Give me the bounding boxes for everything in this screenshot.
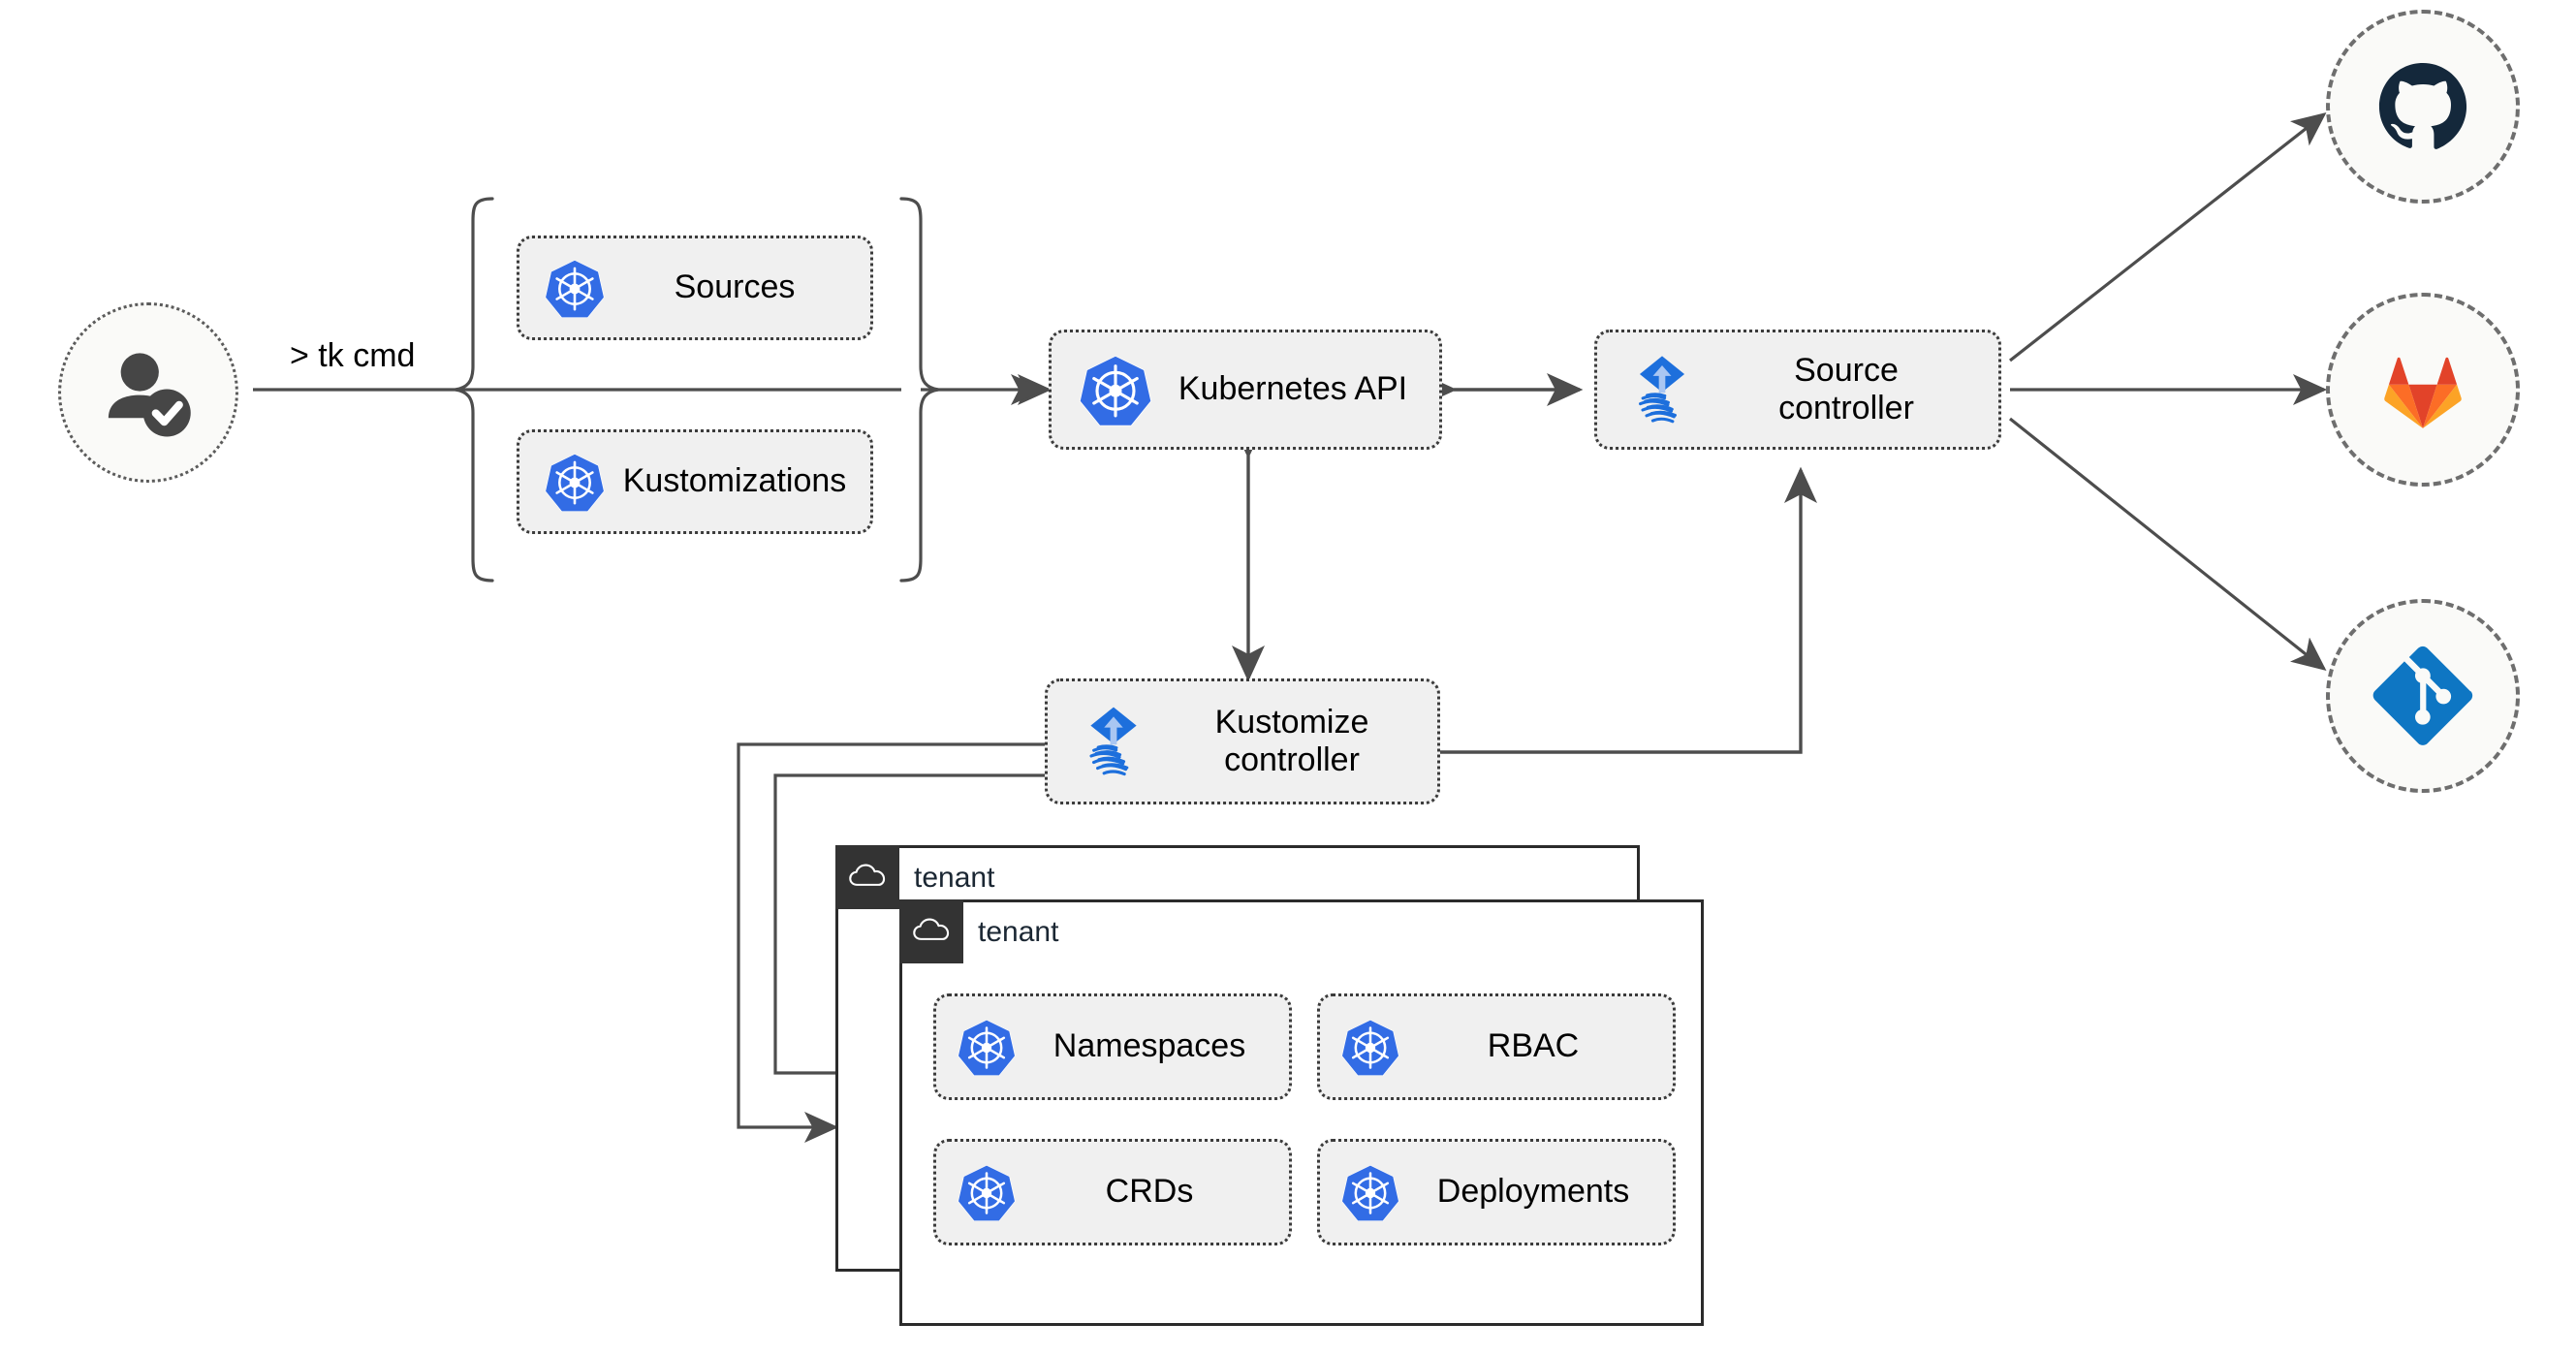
kubernetes-icon (956, 1161, 1018, 1223)
resource-label-kustomizations: Kustomizations (622, 462, 847, 500)
kubernetes-icon (1077, 351, 1154, 428)
tenant-resource-rbac[interactable]: RBAC (1317, 993, 1676, 1100)
cloud-icon (835, 845, 899, 909)
tenant-resource-crds[interactable]: CRDs (933, 1139, 1292, 1245)
resource-label-sources: Sources (674, 268, 796, 306)
kubernetes-icon (543, 450, 607, 514)
curly-brace-right (899, 197, 939, 583)
tenant-cluster-1-name: tenant (914, 862, 995, 894)
service-label-kustomize-controller: Kustomize controller (1154, 704, 1437, 779)
cli-command-label: > tk cmd (290, 337, 416, 374)
service-label-source-controller: Source controller (1702, 352, 1998, 427)
edge-source-controller-to-github (2009, 112, 2327, 362)
tenant-cluster-2[interactable]: tenant (899, 899, 1704, 1326)
kubernetes-icon (1339, 1016, 1401, 1078)
user-check-icon (108, 353, 191, 437)
tenant-cluster-2-name: tenant (978, 916, 1059, 948)
resource-box-kustomizations[interactable]: Kustomizations (517, 429, 873, 534)
gitlab-icon (2384, 357, 2462, 428)
flux-icon (1073, 701, 1154, 782)
git-provider-github[interactable] (2326, 10, 2520, 204)
service-box-source-controller[interactable]: Source controller (1594, 330, 2001, 450)
edge-source-controller-to-git (2009, 417, 2327, 671)
tenant-resource-label-crds: CRDs (1105, 1173, 1194, 1211)
source-controller-line-1: Source (1794, 351, 1899, 389)
service-box-kustomize-controller[interactable]: Kustomize controller (1045, 678, 1440, 804)
kubernetes-icon (1339, 1161, 1401, 1223)
tenant-resource-label-deployments: Deployments (1436, 1173, 1630, 1211)
authenticated-user-avatar[interactable] (58, 302, 238, 483)
git-provider-git[interactable] (2326, 599, 2520, 793)
tenant-resource-namespaces[interactable]: Namespaces (933, 993, 1292, 1100)
git-provider-gitlab[interactable] (2326, 293, 2520, 487)
service-label-kubernetes-api: Kubernetes API (1178, 370, 1408, 408)
kubernetes-icon (543, 256, 607, 320)
cloud-icon (899, 899, 963, 963)
git-icon (2372, 646, 2473, 745)
tenant-resource-deployments[interactable]: Deployments (1317, 1139, 1676, 1245)
edge-kustomize-to-source-controller (1436, 466, 1817, 754)
kustomize-controller-line-1: Kustomize (1214, 703, 1369, 741)
flux-icon (1622, 350, 1702, 429)
kubernetes-icon (956, 1016, 1018, 1078)
github-icon (2378, 62, 2467, 149)
curly-brace-left (455, 197, 494, 583)
source-controller-line-2: controller (1778, 390, 1914, 426)
tenant-resource-label-rbac: RBAC (1487, 1027, 1580, 1065)
service-box-kubernetes-api[interactable]: Kubernetes API (1049, 330, 1442, 450)
kustomize-controller-line-2: controller (1224, 741, 1360, 778)
resource-box-sources[interactable]: Sources (517, 236, 873, 340)
tenant-resource-label-namespaces: Namespaces (1052, 1027, 1246, 1065)
